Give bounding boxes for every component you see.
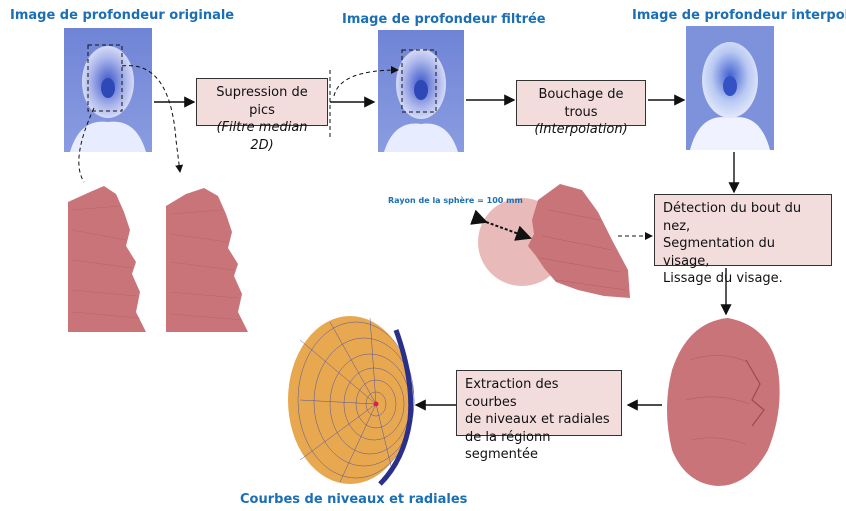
title-curves: Courbes de niveaux et radiales [240,492,468,507]
spike-removal-title: Supression de pics [216,85,308,118]
interpolated-depth-image [686,26,774,150]
hole-filling-title: Bouchage de trous [538,87,624,120]
title-filtered: Image de profondeur filtrée [342,12,546,27]
hole-filling-method: (Interpolation) [534,122,628,138]
sphere-radius-note: Rayon de la sphère = 100 mm [388,196,523,205]
detection-line-3: Lissage du visage. [663,271,783,287]
title-interpolated: Image de profondeur interpolée [632,8,846,23]
detection-box: Détection du bout du nez, Segmentation d… [654,194,832,286]
spike-removal-box: Supression de pics (Filtre median 2D) [196,78,328,153]
spike-removal-method: (Filtre median 2D) [216,120,308,153]
mesh-profile-after [166,188,248,332]
dashed-connectors [78,65,653,240]
extraction-box: Extraction des courbes de niveaux et rad… [456,370,622,462]
detection-line-1: Détection du bout du nez, [663,201,802,234]
hole-filling-box: Bouchage de trous (Interpolation) [516,80,646,137]
extraction-line-2: de niveaux et radiales [465,412,610,428]
extraction-line-1: Extraction des courbes [465,377,559,410]
extraction-line-3: de la régionn segmentée [465,429,551,463]
segmented-face [667,318,780,486]
filtered-depth-image [378,30,464,152]
title-original: Image de profondeur originale [10,8,235,23]
mesh-profile-before [68,186,146,332]
flow-arrows [154,94,740,411]
curves-face [288,316,415,486]
detection-line-2: Segmentation du visage, [663,236,775,269]
original-depth-image [64,28,152,152]
radius-arrow [470,209,532,241]
